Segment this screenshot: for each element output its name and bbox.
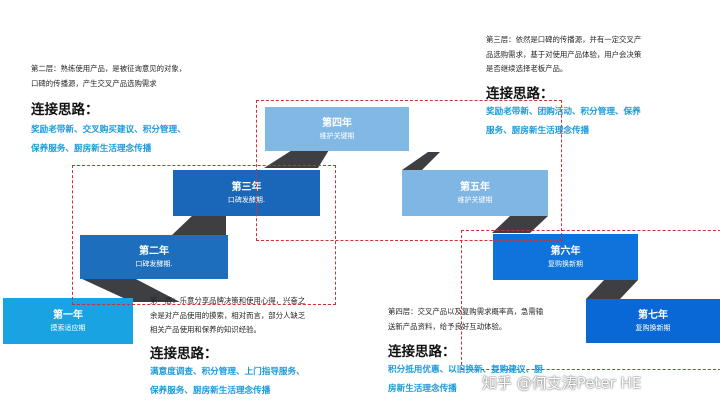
layer-1-heading: 连接思路： (150, 345, 218, 362)
step-year-4: 第四年 维护关键期 (265, 107, 409, 151)
step-title: 第三年 (231, 182, 262, 193)
step-title: 第一年 (53, 310, 83, 321)
step-title: 第六年 (550, 246, 581, 257)
layer-3-block: 第三层：依然是口碑的传播源，并有一定交叉产 品选购需求，基于对使用产品体验，用户… (486, 33, 718, 141)
step-subtitle: 维护关键期 (457, 196, 493, 204)
layer-3-ideas: 奖励老带新、团购活动、积分管理、保养 服务、厨房新生活理念传播 (486, 106, 641, 136)
step-subtitle: 口碑发酵期. (227, 196, 266, 204)
step-title: 第七年 (638, 310, 668, 321)
step-year-7: 第七年 复购换新期 (586, 299, 720, 343)
step-subtitle: 口碑发酵期. (135, 260, 173, 268)
layer-4-description: 第四层：交叉产品以及复购需求概率高，急需输 送新产品资料，给予良好互动体验。 (388, 307, 544, 331)
layer-1-description: 第一层：乐意分享品牌决策和使用心得，兴奋之 余是对产品使用的摸索，相对而言，部分… (150, 296, 306, 334)
layer-4-block: 第四层：交叉产品以及复购需求概率高，急需输 送新产品资料，给予良好互动体验。 连… (388, 305, 588, 399)
layer-2-description: 第二层：熟练使用产品，是被征询意见的对象， 口碑的传播源，产生交叉产品选购需求 (31, 64, 187, 88)
step-title: 第五年 (460, 182, 490, 193)
layer-4-ideas: 积分抵用优惠、以旧换新、复购建议、厨 房新生活理念传播 (388, 365, 543, 394)
connector-6-7 (586, 280, 638, 299)
step-year-5: 第五年 维护关键期 (402, 170, 548, 216)
layer-3-heading: 连接思路： (486, 85, 554, 102)
step-subtitle: 摸索适应期 (50, 324, 86, 332)
step-subtitle: 维护关键期 (319, 132, 355, 140)
layer-2-heading: 连接思路： (31, 102, 99, 118)
layer-1-ideas: 满意度调查、积分管理、上门指导服务、 保养服务、厨房新生活理念传播 (150, 366, 305, 396)
layer-2-block: 第二层：熟练使用产品，是被征询意见的对象， 口碑的传播源，产生交叉产品选购需求 … (31, 62, 271, 159)
connector-4-5 (402, 152, 440, 170)
connector-1-2 (80, 278, 180, 302)
watermark: 知乎 @何支涛Peter HE (482, 374, 642, 392)
step-year-1: 第一年 摸索适应期 (3, 298, 133, 344)
step-title: 第二年 (139, 246, 169, 257)
step-subtitle: 复购换新期 (548, 260, 583, 268)
connector-2-3 (172, 214, 226, 235)
connector-5-6 (492, 216, 548, 233)
step-year-2: 第二年 口碑发酵期. (80, 235, 228, 279)
layer-1-block: 第一层：乐意分享品牌决策和使用心得，兴奋之 余是对产品使用的摸索，相对而言，部分… (150, 294, 360, 401)
layer-3-description: 第三层：依然是口碑的传播源，并有一定交叉产 品选购需求，基于对使用产品体验，用户… (486, 35, 642, 73)
step-title: 第四年 (322, 118, 352, 129)
layer-4-heading: 连接思路： (388, 344, 456, 360)
step-year-6: 第六年 复购换新期 (493, 234, 638, 280)
step-subtitle: 复购换新期 (635, 324, 671, 332)
step-year-3: 第三年 口碑发酵期. (173, 170, 320, 216)
layer-2-ideas: 奖励老带新、交叉购买建议、积分管理、 保养服务、厨房新生活理念传播 (31, 125, 186, 154)
